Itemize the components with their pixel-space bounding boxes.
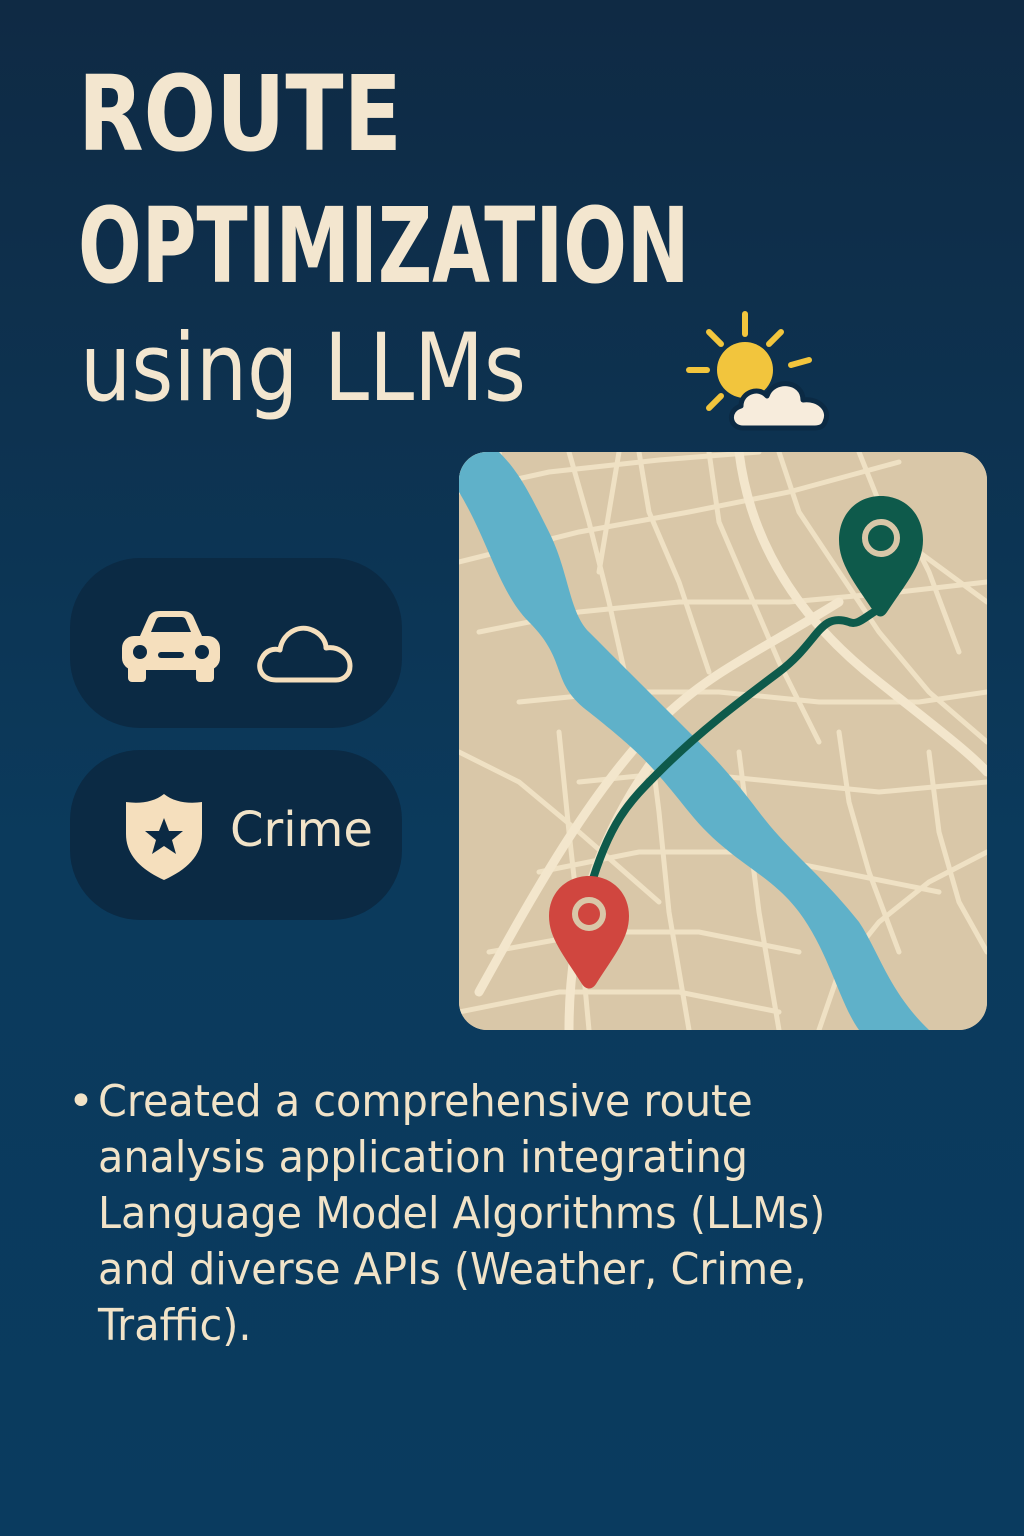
sun-cloud-icon (685, 310, 845, 440)
title-line-optimization: OPTIMIZATION (78, 185, 690, 307)
crime-badge: Crime (70, 750, 402, 920)
title-line-route: ROUTE (78, 53, 402, 175)
weather-traffic-badge (70, 558, 402, 728)
page-subtitle: using LLMs (80, 314, 527, 423)
crime-label: Crime (230, 802, 373, 858)
car-icon (118, 608, 224, 684)
red-location-pin-icon (549, 876, 629, 989)
route-map (459, 452, 987, 1030)
bullet-marker: • (68, 1076, 94, 1127)
green-location-pin-icon (839, 496, 923, 617)
shield-star-icon (122, 790, 206, 882)
cloud-outline-icon (252, 616, 356, 686)
description-text: Created a comprehensive route analysis a… (98, 1076, 826, 1351)
